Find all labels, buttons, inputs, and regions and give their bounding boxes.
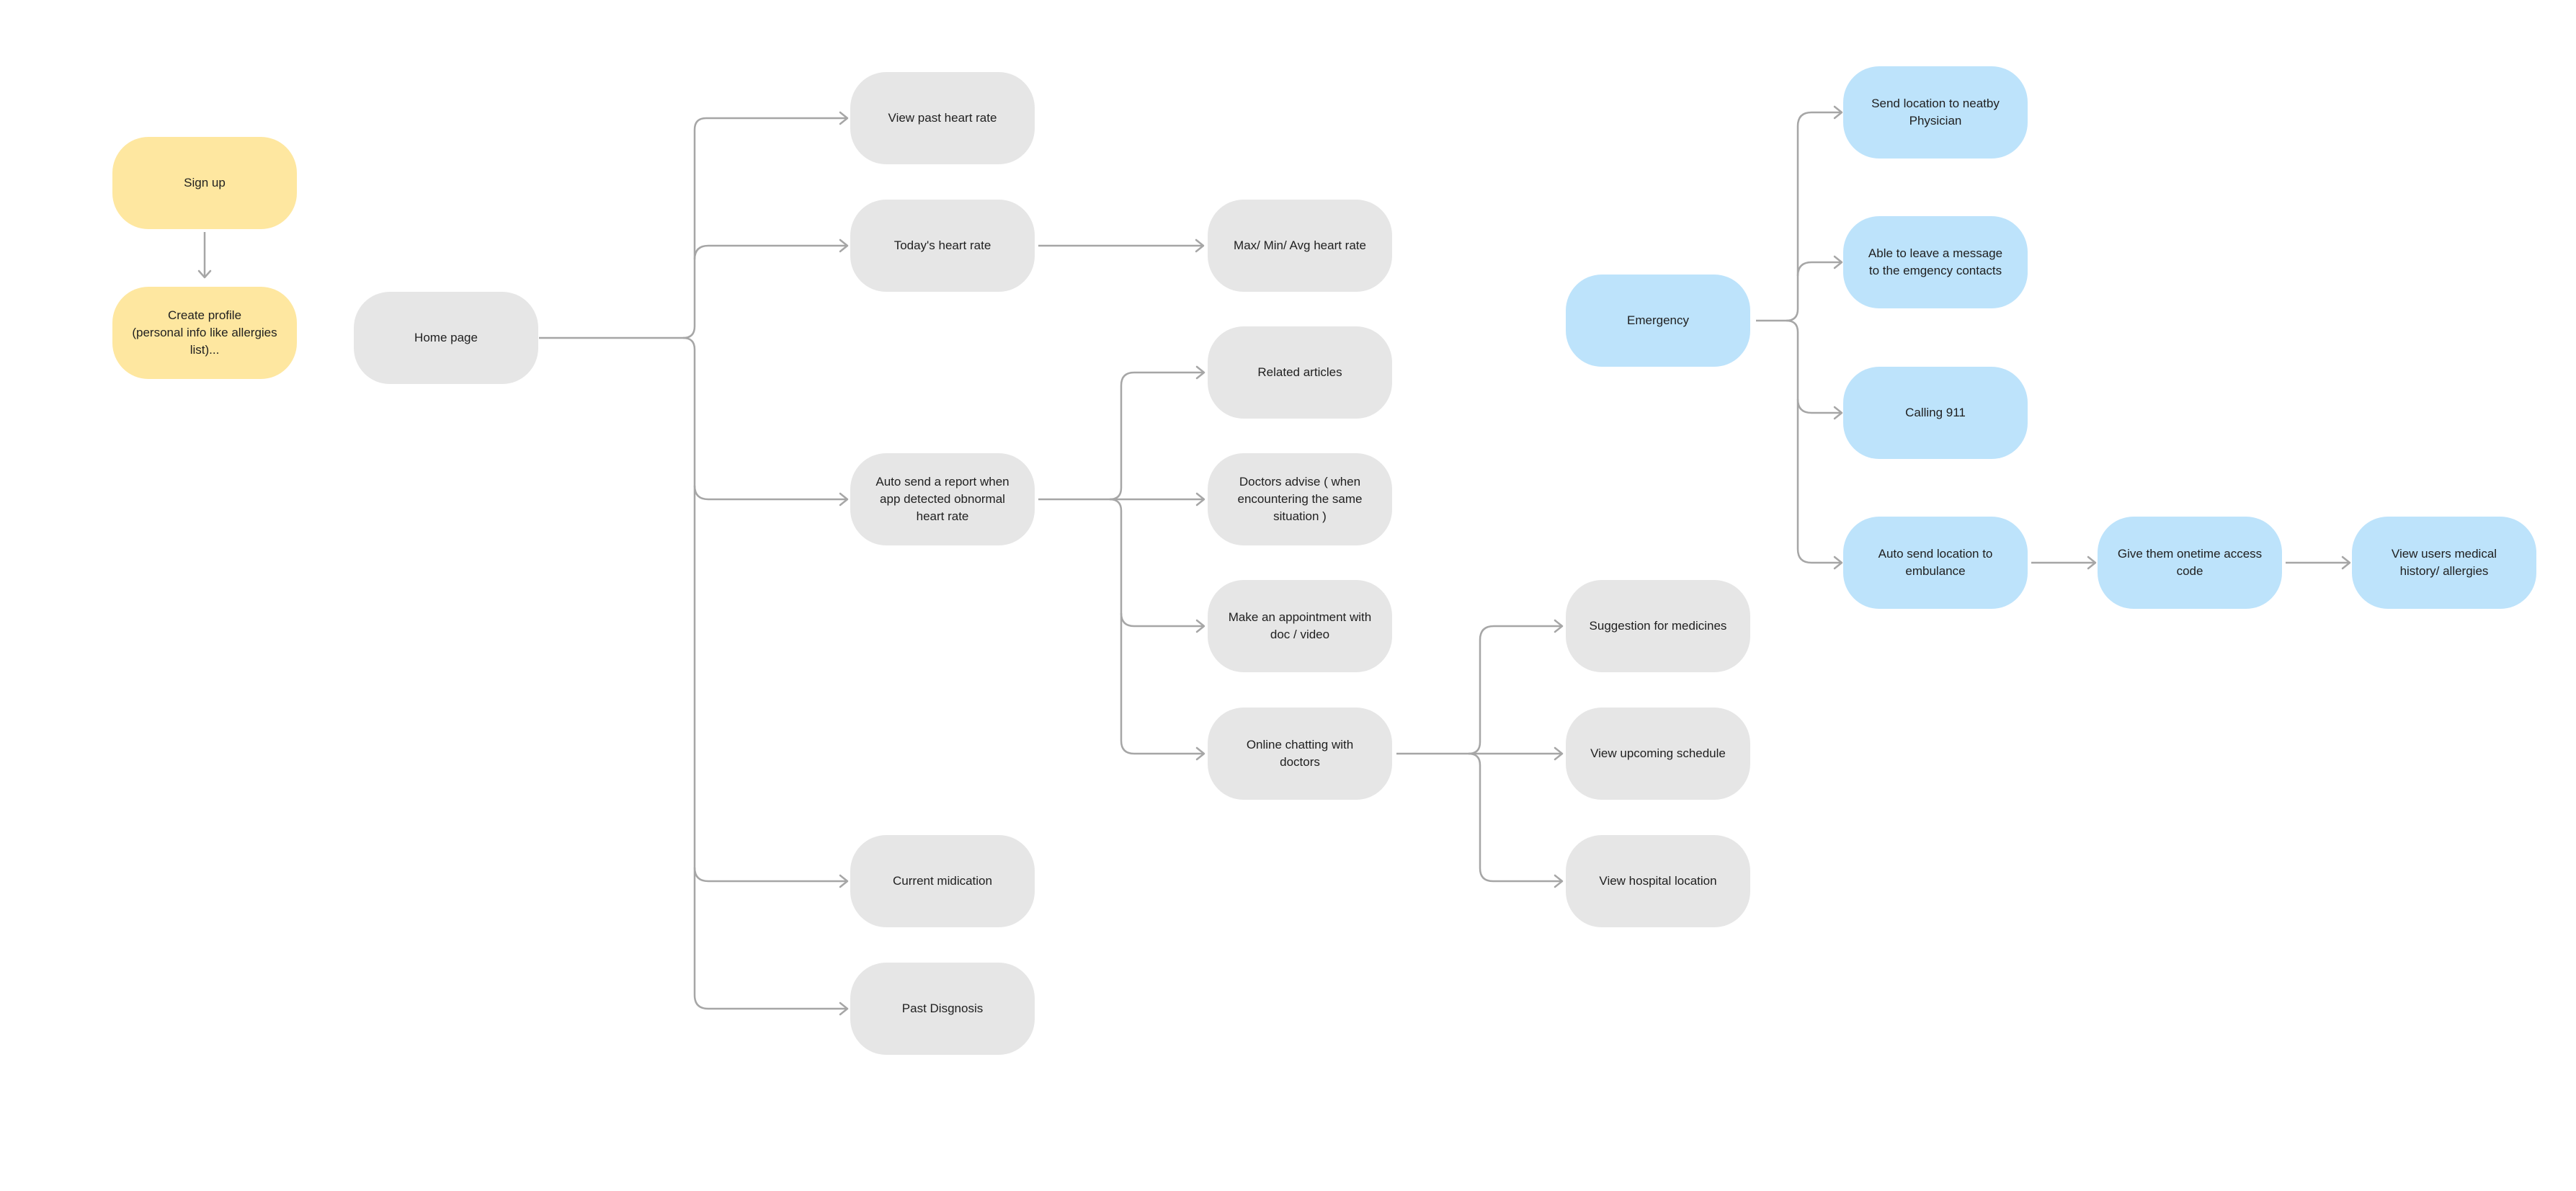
arrowhead bbox=[1833, 105, 1843, 120]
node-home-page: Home page bbox=[354, 292, 538, 384]
arrowhead bbox=[839, 1002, 849, 1016]
arrowhead bbox=[2341, 556, 2351, 570]
node-view-medical-history: View users medical history/ allergies bbox=[2352, 517, 2536, 609]
arrowhead bbox=[197, 269, 212, 279]
node-onetime-access-code: Give them onetime access code bbox=[2098, 517, 2282, 609]
connector-home-lower bbox=[693, 486, 847, 1010]
node-related-articles: Related articles bbox=[1208, 326, 1392, 419]
connector-home-medication bbox=[693, 867, 847, 883]
arrowhead bbox=[1554, 619, 1564, 633]
arrowhead bbox=[1195, 619, 1205, 633]
node-view-upcoming-schedule: View upcoming schedule bbox=[1566, 708, 1750, 800]
connector-report-appointment bbox=[1120, 612, 1203, 628]
arrowhead bbox=[839, 492, 849, 507]
arrowhead bbox=[1195, 746, 1205, 761]
node-emergency: Emergency bbox=[1566, 275, 1750, 367]
connector-home-report bbox=[682, 336, 847, 501]
connector-home-today bbox=[693, 244, 847, 260]
arrowhead bbox=[1195, 238, 1205, 253]
arrowhead bbox=[1195, 492, 1205, 507]
connector-emergency-message bbox=[1796, 261, 1841, 277]
node-current-medication: Current midication bbox=[850, 835, 1035, 927]
arrowhead bbox=[1554, 874, 1564, 888]
node-suggestion-medicines: Suggestion for medicines bbox=[1566, 580, 1750, 672]
arrowhead bbox=[839, 238, 849, 253]
connector-emergency-lower bbox=[1786, 319, 1841, 564]
node-leave-message: Able to leave a message to the emgency c… bbox=[1843, 216, 2028, 308]
arrowhead bbox=[839, 111, 849, 125]
node-calling-911: Calling 911 bbox=[1843, 367, 2028, 459]
node-auto-send-report: Auto send a report when app detected obn… bbox=[850, 453, 1035, 545]
node-sign-up: Sign up bbox=[112, 137, 297, 229]
connector-report-trunk bbox=[1038, 371, 1203, 501]
arrowhead bbox=[1833, 556, 1843, 570]
node-auto-send-location-ambulance: Auto send location to embulance bbox=[1843, 517, 2028, 609]
arrowhead bbox=[1554, 746, 1564, 761]
node-create-profile: Create profile (personal info like aller… bbox=[112, 287, 297, 379]
node-past-diagnosis: Past Disgnosis bbox=[850, 963, 1035, 1055]
arrowhead bbox=[2087, 556, 2097, 570]
arrowhead bbox=[1833, 255, 1843, 269]
connector-emergency-911 bbox=[1796, 398, 1841, 414]
arrowhead bbox=[1195, 365, 1205, 380]
arrowhead bbox=[839, 874, 849, 888]
node-todays-heart-rate: Today's heart rate bbox=[850, 200, 1035, 292]
node-view-hospital-location: View hospital location bbox=[1566, 835, 1750, 927]
node-online-chatting: Online chatting with doctors bbox=[1208, 708, 1392, 800]
connector-emergency-trunk bbox=[1756, 111, 1841, 322]
connector-chat-hospital bbox=[1468, 752, 1561, 883]
node-view-past-heart-rate: View past heart rate bbox=[850, 72, 1035, 164]
node-doctors-advise: Doctors advise ( when encountering the s… bbox=[1208, 453, 1392, 545]
connector-home-trunk bbox=[539, 117, 847, 339]
arrowhead bbox=[1833, 406, 1843, 420]
connector-report-lower bbox=[1109, 498, 1203, 755]
node-make-appointment: Make an appointment with doc / video bbox=[1208, 580, 1392, 672]
connector-chat-trunk bbox=[1396, 625, 1561, 755]
node-max-min-avg-heart-rate: Max/ Min/ Avg heart rate bbox=[1208, 200, 1392, 292]
node-send-location-physician: Send location to neatby Physician bbox=[1843, 66, 2028, 159]
